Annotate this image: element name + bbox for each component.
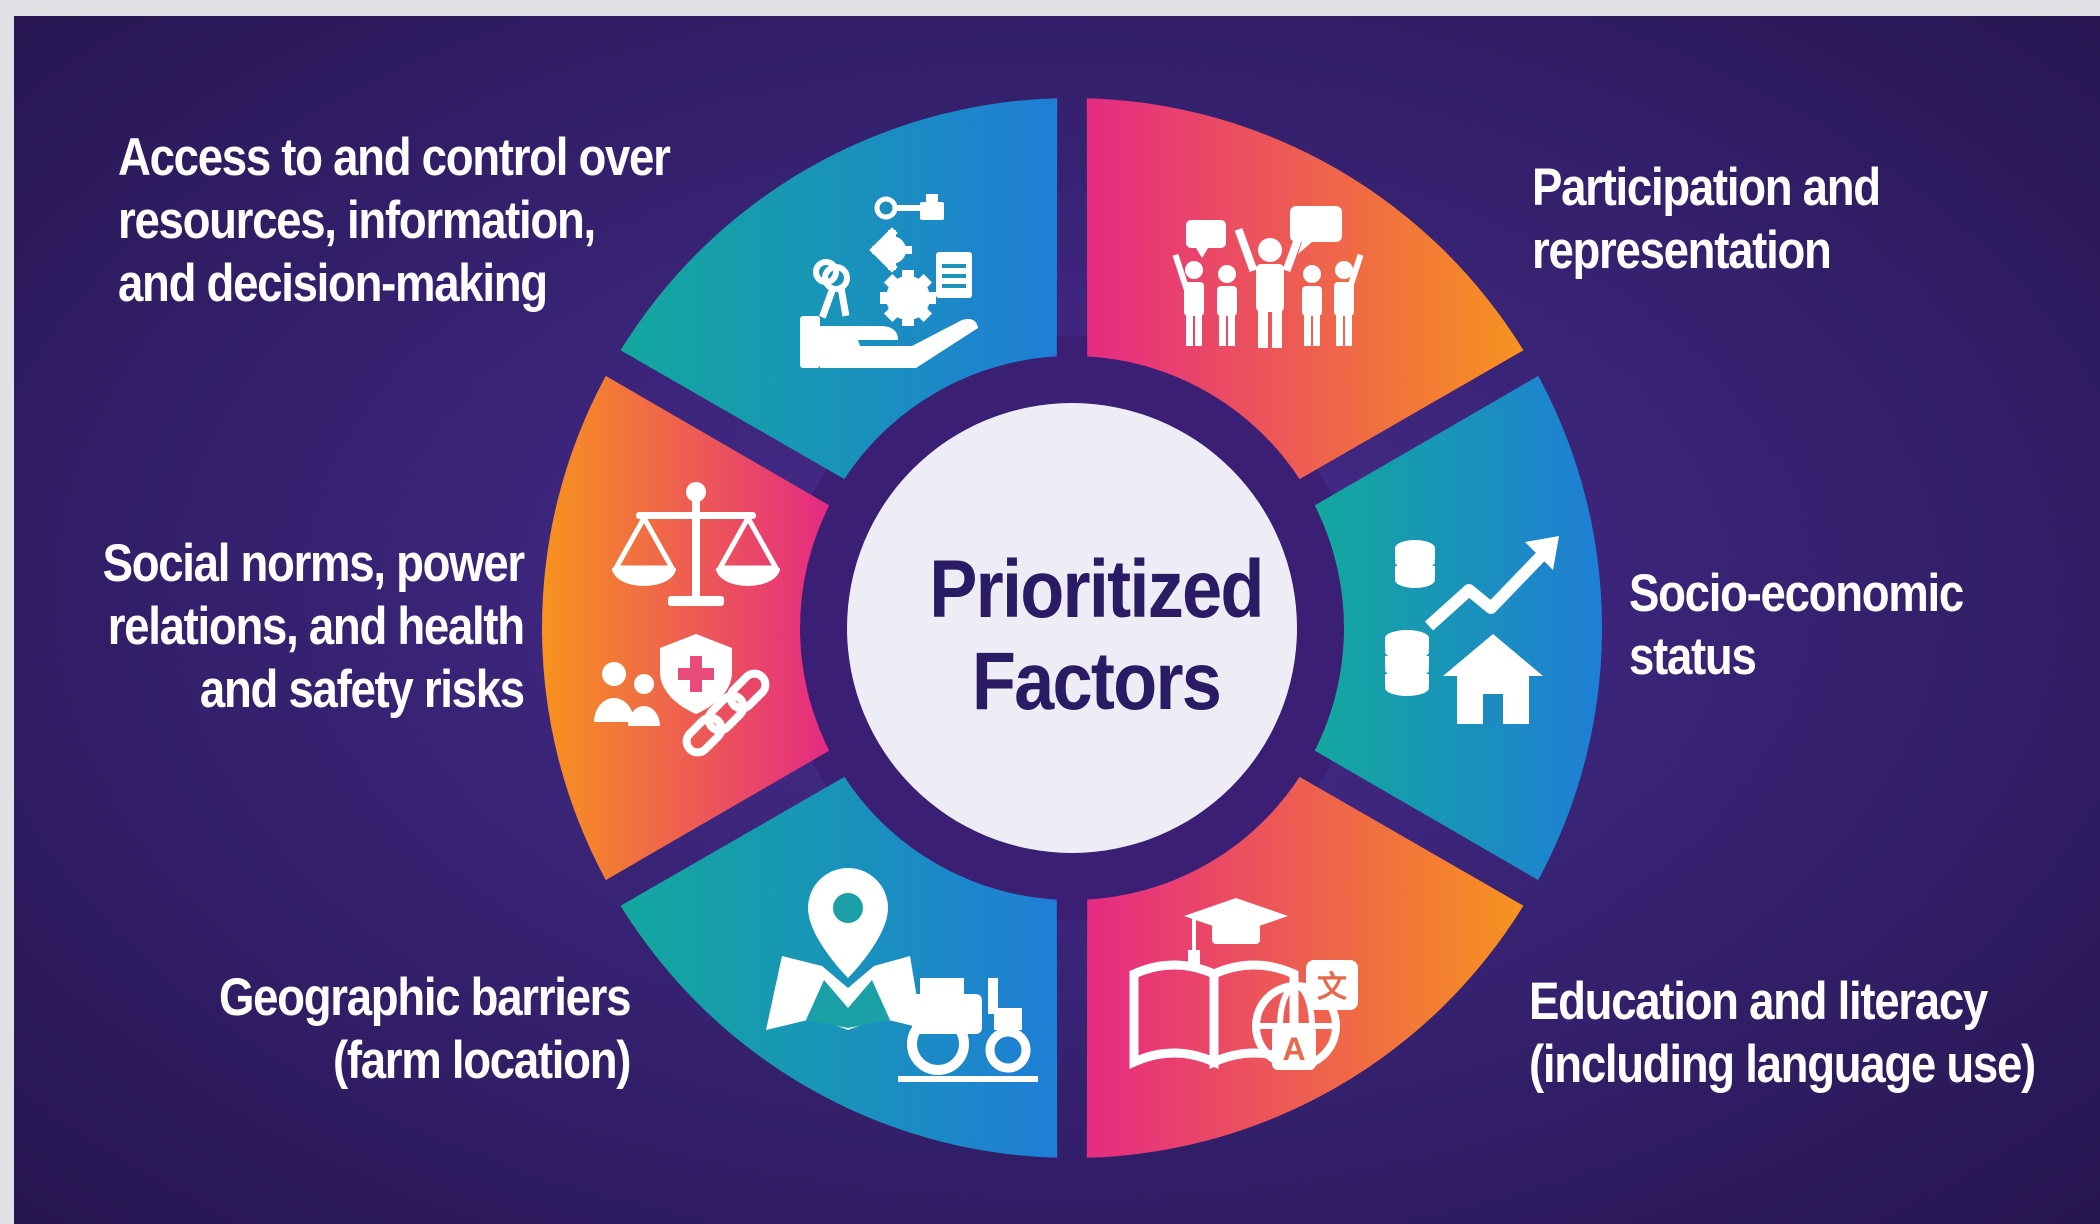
hand-keys-gears-document-icon: [800, 194, 978, 368]
center-title-line-2: Factors: [971, 636, 1222, 727]
factor-label-participation: Participation and representation: [1532, 158, 1881, 280]
segment-socio-economic: [1314, 375, 1602, 881]
factor-label-access: Access to and control over resources, in…: [118, 128, 671, 313]
map-pin-tractor-icon: [766, 868, 1038, 1082]
svg-text:A: A: [1282, 1031, 1305, 1067]
book-graduation-language-icon: 文 A: [1129, 898, 1358, 1070]
center-title-line-1: Prioritized: [929, 544, 1264, 635]
svg-text:文: 文: [1317, 970, 1347, 1004]
factor-wheel: 文 A: [542, 98, 1602, 1158]
infographic-canvas: 文 A: [14, 16, 2100, 1224]
factor-label-social-norms: Social norms, power relations, and healt…: [102, 534, 526, 719]
factor-label-geographic: Geographic barriers (farm location): [218, 968, 631, 1090]
factor-label-education: Education and literacy (including langua…: [1529, 972, 2036, 1094]
people-group-speech-icon: [1172, 206, 1364, 348]
factor-label-socio-economic: Socio-economic status: [1629, 564, 1964, 686]
center-title: Prioritized Factors: [876, 544, 1316, 728]
coins-growth-house-icon: [1385, 536, 1559, 724]
scales-shield-chain-icon: [594, 482, 781, 757]
segment-social-norms: [542, 375, 830, 881]
segment-education: [1086, 776, 1524, 1158]
center-disc: [847, 403, 1297, 853]
